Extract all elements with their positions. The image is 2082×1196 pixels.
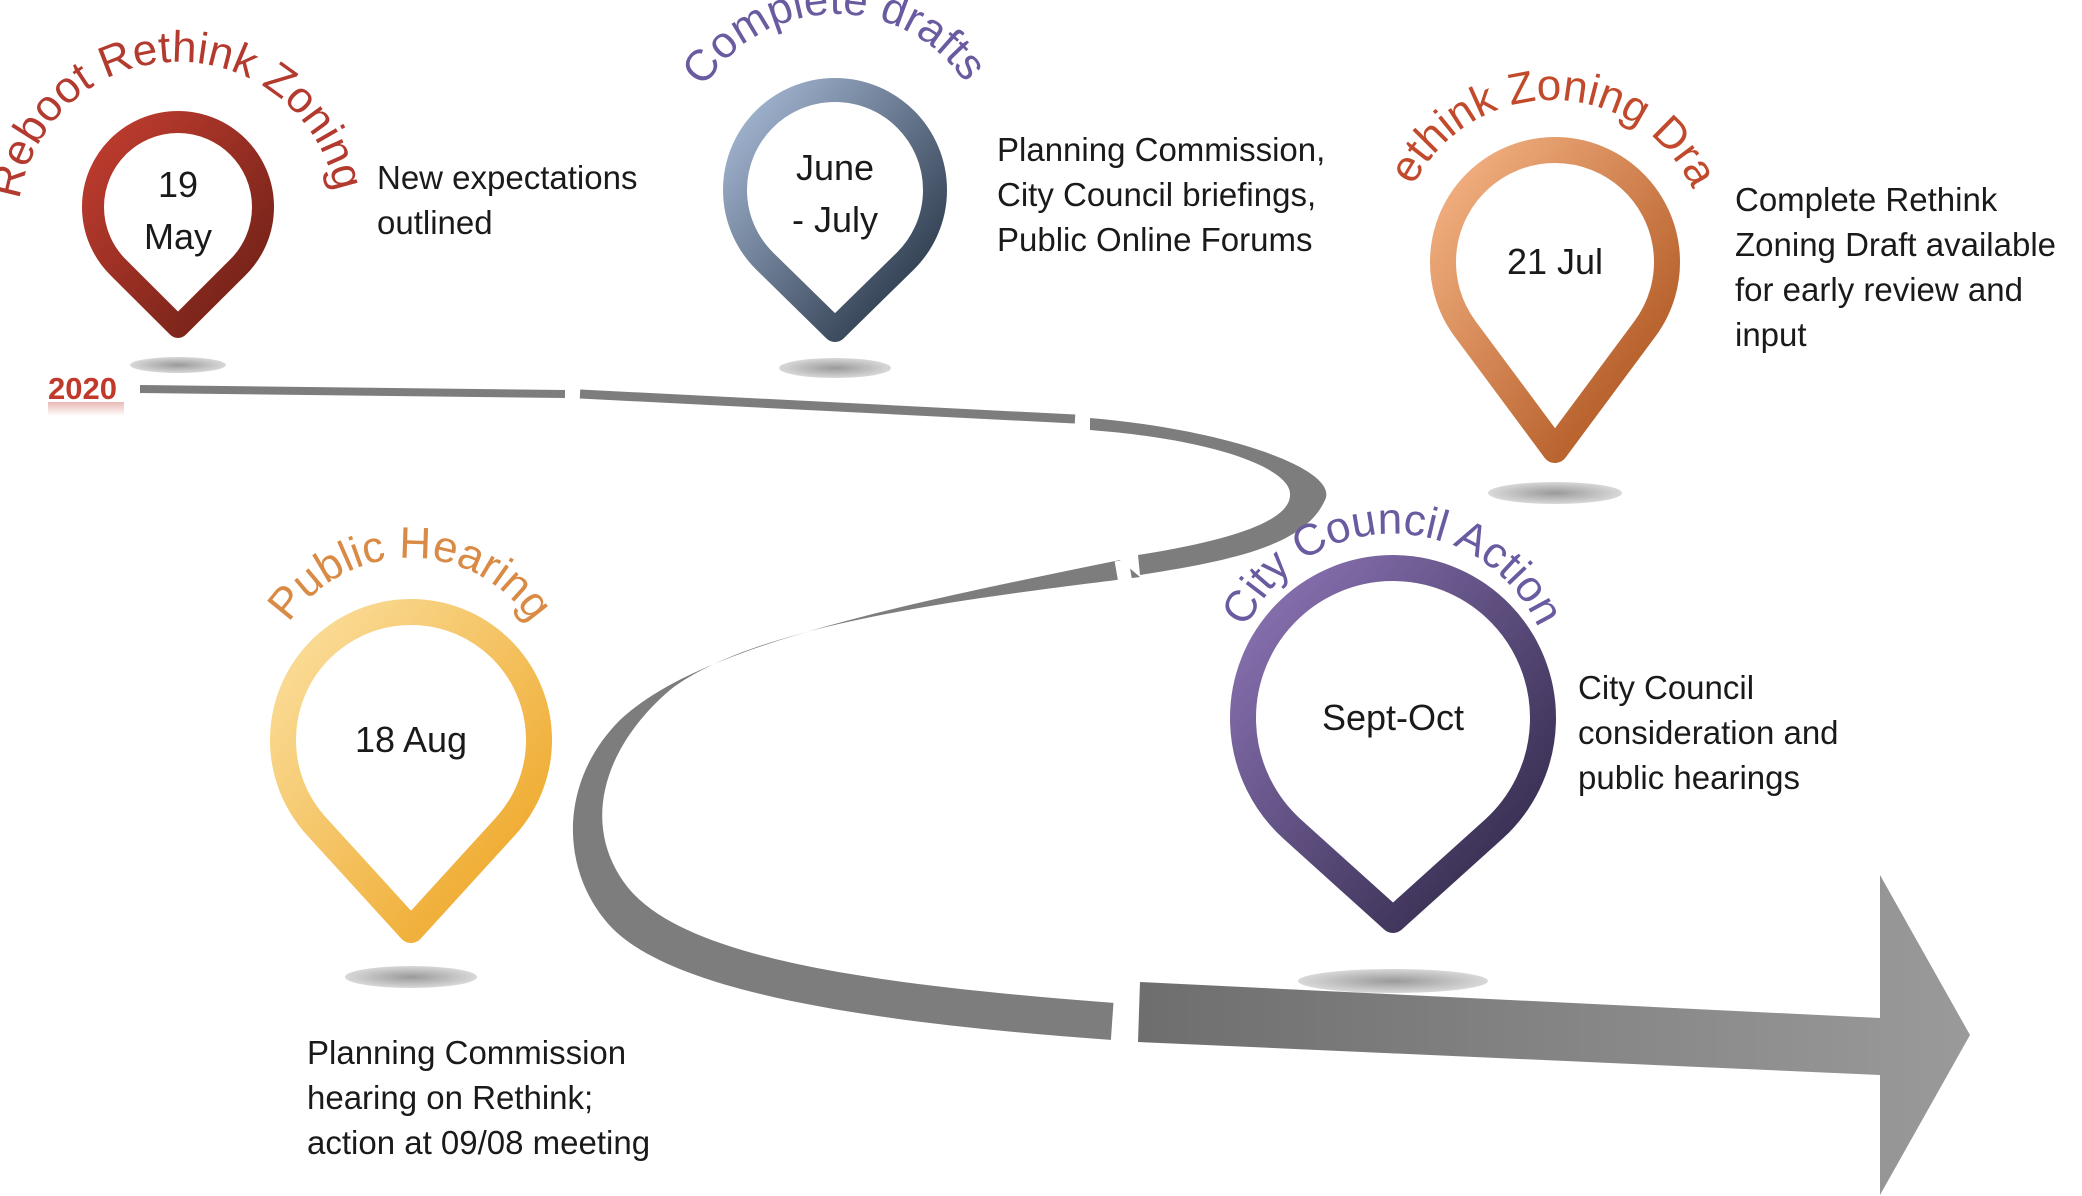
pin-shadow: [1488, 482, 1622, 504]
milestone-date: Sept-Oct: [1322, 697, 1464, 738]
timeline-road: [139, 379, 1970, 1195]
milestone-reboot: 19MayReboot Rethink Zoning: [0, 23, 373, 373]
map-pin-icon: [1230, 555, 1556, 933]
timeline-arrow: [1138, 875, 1970, 1195]
milestone-description-council-action: City Council consideration and public he…: [1578, 669, 1839, 796]
year-reflection: [48, 402, 124, 416]
map-pin-icon: [1430, 137, 1680, 463]
map-pin-icon: [270, 599, 552, 943]
milestone-description-reboot: New expectations outlined: [377, 159, 638, 241]
milestone-description-draft-available: Complete Rethink Zoning Draft available …: [1735, 181, 2057, 353]
milestone-drafts: June- JulyComplete drafts: [672, 0, 997, 378]
milestone-description-drafts: Planning Commission, City Council briefi…: [997, 131, 1326, 258]
map-pin-icon: [723, 78, 947, 342]
map-pin-icon: [82, 111, 274, 338]
pin-shadow: [345, 966, 477, 988]
year-label: 2020: [48, 371, 117, 406]
pin-shadow: [779, 358, 891, 378]
milestone-date: June- July: [792, 147, 878, 240]
milestone-date: 18 Aug: [355, 719, 467, 760]
pin-shadow: [1298, 969, 1488, 993]
pin-shadow: [130, 357, 226, 373]
milestone-description-public-hearing: Planning Commission hearing on Rethink; …: [307, 1034, 651, 1161]
milestone-date: 21 Jul: [1507, 241, 1603, 282]
